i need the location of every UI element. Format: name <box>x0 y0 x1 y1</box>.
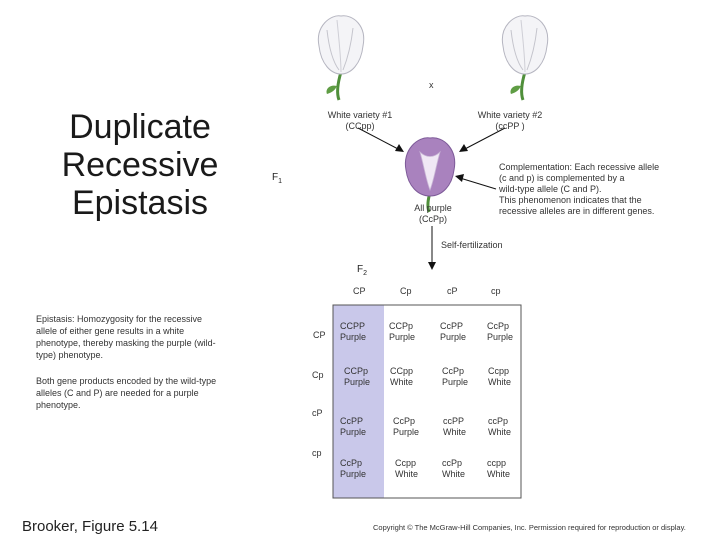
figure-credit: Brooker, Figure 5.14 <box>22 518 158 535</box>
self-fertilization-label: Self-fertilization <box>441 240 503 250</box>
epistasis-text: Epistasis: Homozygosity for the recessiv… <box>36 314 216 360</box>
gamete-row-header: CP <box>313 330 326 340</box>
cross-symbol: x <box>429 80 434 90</box>
arrow-complementation <box>459 177 497 190</box>
gamete-row-header: cP <box>312 408 323 418</box>
parent2-label: White variety #2 (ccPP ) <box>477 110 543 131</box>
gene-products-text: Both gene products encoded by the wild-t… <box>36 376 217 410</box>
f1-result: All purple (CcPp) <box>414 203 452 224</box>
page-title: Duplicate Recessive Epistasis <box>61 108 219 222</box>
f1-generation-label: F1 <box>272 172 283 185</box>
white-flower-1 <box>317 15 365 101</box>
punnett-grid <box>332 304 522 499</box>
parent1-label: White variety #1 (CCpp) <box>327 110 393 131</box>
gamete-row-header: Cp <box>312 370 324 380</box>
gamete-col-header: CP <box>353 286 366 296</box>
purple-flower-f1 <box>404 137 456 213</box>
gamete-col-header: cp <box>491 286 501 296</box>
arrow-parent1 <box>357 127 401 151</box>
arrow-parent2 <box>462 127 506 151</box>
gamete-row-header: cp <box>312 448 322 458</box>
gamete-col-header: cP <box>447 286 458 296</box>
white-flower-2 <box>501 15 549 101</box>
gamete-col-header: Cp <box>400 286 412 296</box>
copyright-notice: Copyright © The McGraw-Hill Companies, I… <box>373 523 686 532</box>
f2-generation-label: F2 <box>357 264 368 277</box>
complementation-note: Complementation: Each recessive allele (… <box>499 162 660 216</box>
